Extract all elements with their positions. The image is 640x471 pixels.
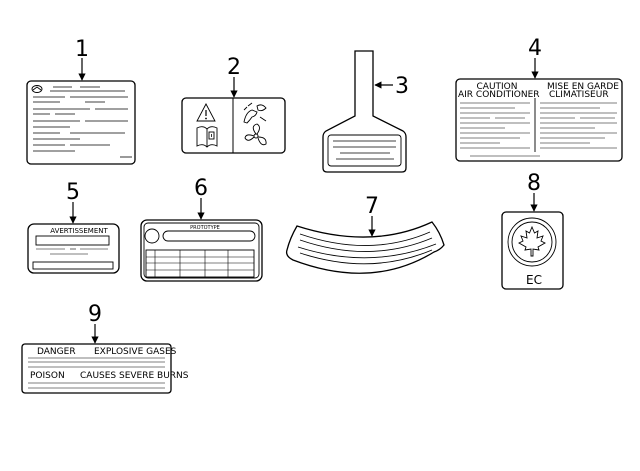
label-5-text-lines bbox=[36, 248, 108, 255]
label-8-ec: EC bbox=[526, 273, 542, 287]
label-4: 4 CAUTION MISE EN GARDE AIR CONDITIONER … bbox=[455, 36, 623, 162]
callout-7: 7 bbox=[365, 194, 379, 219]
callout-8: 8 bbox=[527, 171, 541, 196]
label-9-sticker bbox=[21, 343, 172, 394]
label-6-circle-icon bbox=[144, 228, 160, 244]
callout-4: 4 bbox=[528, 36, 542, 61]
label-4-climatiseur: CLIMATISEUR bbox=[549, 90, 609, 100]
label-4-text-lines bbox=[460, 102, 617, 157]
label-5-avertissement: AVERTISSEMENT bbox=[50, 227, 108, 235]
label-1: 1 bbox=[26, 37, 136, 165]
label-9-text-lines bbox=[28, 357, 165, 389]
fan-icon bbox=[244, 123, 267, 146]
label-6-sticker bbox=[140, 219, 263, 282]
label-9-explosive-gases: EXPLOSIVE GASES bbox=[94, 347, 177, 357]
callout-3: 3 bbox=[395, 74, 409, 99]
label-8: 8 EC bbox=[501, 171, 564, 290]
label-3: 3 bbox=[322, 50, 409, 173]
label-6-prototype: PROTOTYPE bbox=[190, 225, 220, 231]
callout-9: 9 bbox=[88, 302, 102, 327]
label-9: 9 DANGER EXPLOSIVE GASES POISON CAUSES S… bbox=[21, 302, 189, 394]
label-9-danger: DANGER bbox=[37, 347, 76, 357]
manual-book-icon bbox=[196, 126, 218, 148]
maple-leaf-icon bbox=[518, 225, 546, 257]
label-1-sticker bbox=[26, 80, 136, 165]
label-5: 5 AVERTISSEMENT bbox=[27, 180, 120, 274]
label-7-text-lines bbox=[297, 231, 437, 265]
label-7-sticker bbox=[285, 221, 445, 274]
callout-6: 6 bbox=[194, 176, 208, 201]
hand-fan-warning-icon bbox=[243, 102, 267, 124]
label-9-causes-severe-burns: CAUSES SEVERE BURNS bbox=[80, 371, 189, 381]
label-7: 7 bbox=[285, 194, 445, 274]
label-9-poison: POISON bbox=[30, 371, 65, 381]
label-2: 2 bbox=[181, 55, 286, 154]
callout-2: 2 bbox=[227, 55, 241, 80]
label-1-text-lines bbox=[33, 86, 132, 158]
callout-5: 5 bbox=[66, 180, 80, 205]
warning-triangle-icon bbox=[196, 103, 216, 122]
callout-1: 1 bbox=[75, 37, 89, 62]
label-6-grid bbox=[145, 249, 255, 278]
label-4-mise-en-garde: MISE EN GARDE bbox=[547, 82, 619, 92]
logo-icon bbox=[31, 85, 43, 93]
label-4-air-conditioner: AIR CONDITIONER bbox=[458, 90, 540, 100]
label-4-sticker bbox=[455, 78, 623, 162]
label-4-caution: CAUTION bbox=[477, 82, 518, 92]
label-3-sticker bbox=[322, 50, 407, 173]
label-6: 6 PROTOTYPE bbox=[140, 176, 263, 282]
label-3-text-lines bbox=[333, 140, 396, 160]
label-8-sticker bbox=[501, 211, 564, 290]
